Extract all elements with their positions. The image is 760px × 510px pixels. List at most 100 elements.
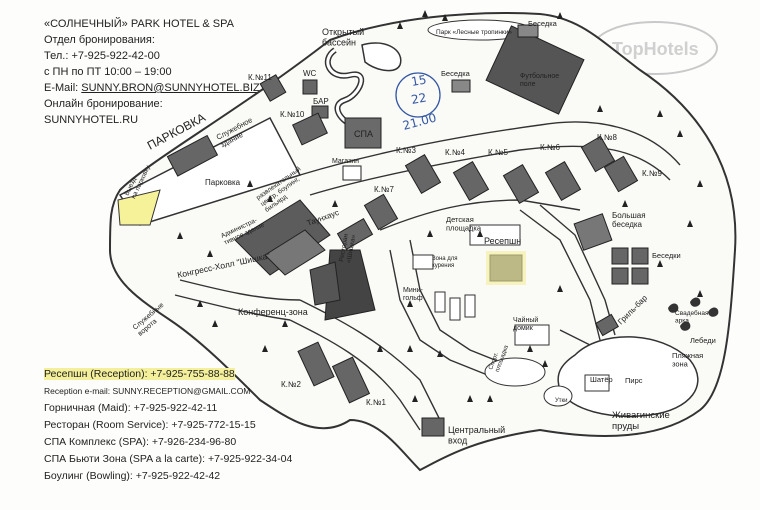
gazebo-top: [517, 24, 539, 38]
map-label-shop: Магазин: [332, 158, 359, 165]
svg-text:TopHotels: TopHotels: [612, 39, 699, 59]
map-label-k5: К.№5: [488, 148, 508, 157]
contact-line: Ресторан (Room Service): +7-925-772-15-1…: [44, 417, 384, 434]
sport-ground: [484, 357, 546, 387]
map-label-wc: WC: [303, 69, 317, 78]
contact-text: Горничная (Maid): +7-925-922-42-11: [44, 402, 218, 414]
online-booking-label: Онлайн бронирование:: [44, 98, 163, 110]
map-label-mini-golf: Мини-гольф: [403, 287, 424, 302]
handwritten-note: 15: [410, 73, 427, 89]
map-label-swans: Лебеди: [690, 336, 716, 345]
map-label-k2: К.№2: [281, 380, 301, 389]
building-k2: [297, 341, 335, 387]
contact-text: Боулинг (Bowling): +7-925-922-42-42: [44, 470, 221, 482]
service-building: [166, 134, 219, 177]
building-k10: [291, 112, 329, 146]
contact-line: СПА Комплекс (SPA): +7-926-234-96-80: [44, 434, 384, 451]
building-wc: [302, 79, 318, 95]
building-k4: [452, 160, 490, 202]
building-entertainment: [234, 199, 331, 276]
email-label: E-Mail:: [44, 82, 82, 94]
website-link[interactable]: SUNNYHOTEL.RU: [44, 114, 139, 126]
contact-line: СПА Бьюти Зона (SPA a la carte): +7-925-…: [44, 451, 384, 468]
gazebo-4: [631, 267, 649, 285]
building-shop: [342, 165, 362, 181]
map-label-gazebo-mid: Беседка: [441, 69, 471, 78]
tent: [584, 374, 610, 392]
map-label-ducks: Утки: [555, 398, 568, 404]
contact-text: СПА Комплекс (SPA): +7-926-234-96-80: [44, 436, 237, 448]
contact-line: Боулинг (Bowling): +7-925-922-42-42: [44, 468, 384, 485]
map-label-gazebo-top: Беседка: [528, 19, 558, 28]
contact-line: Горничная (Maid): +7-925-922-42-11: [44, 400, 384, 417]
booking-email-row: E-Mail: SUNNY.BRON@SUNNYHOTEL.BIZ: [44, 80, 344, 96]
mini-golf: [434, 291, 476, 321]
contact-line: Ресепшн (Reception): +7-925-755-88-88: [44, 366, 384, 383]
map-label-pier: Пирс: [625, 376, 643, 385]
reception-highlight: [486, 251, 526, 285]
map-label-restaurant: Ресторан«Шишка»: [338, 233, 357, 264]
map-label-tent: Шатёр: [590, 375, 613, 384]
building-k1: [331, 356, 371, 404]
contact-text: Reception e-mail: SUNNY.RECEPTION@GMAIL.…: [44, 386, 251, 396]
building-k8: [580, 135, 616, 173]
building-k6: [544, 160, 582, 202]
ducks-pond: [543, 385, 573, 407]
map-label-k3: К.№3: [396, 146, 416, 155]
trees: [177, 10, 703, 402]
swans: [668, 297, 719, 331]
building-main-entrance: [421, 417, 445, 437]
map-label-k9: К.№9: [642, 169, 662, 178]
gazebo-1: [611, 247, 629, 265]
contact-line: Reception e-mail: SUNNY.RECEPTION@GMAIL.…: [44, 383, 384, 400]
big-gazebo: [573, 213, 613, 251]
building-congress: [264, 229, 326, 276]
gazebo-3: [611, 267, 629, 285]
pool: [361, 42, 402, 72]
booking-dept-label: Отдел бронирования:: [44, 34, 155, 46]
map-label-park: Парк «Лесные тропинки»: [436, 29, 512, 36]
map-label-parking: Парковка: [205, 178, 241, 187]
map-label-k11: К.№11: [248, 73, 272, 82]
map-label-gazebos: Беседки: [652, 251, 681, 260]
hotel-name: «СОЛНЕЧНЫЙ» PARK HOTEL & SPA: [44, 18, 234, 30]
map-label-k7: К.№7: [374, 185, 394, 194]
tea-house: [514, 324, 550, 346]
booking-email-link[interactable]: SUNNY.BRON@SUNNYHOTEL.BIZ: [81, 82, 260, 94]
handwritten-note: 22: [410, 91, 427, 107]
contact-text: Ресепшн (Reception): +7-925-755-88-88: [44, 368, 235, 380]
building-conference: [309, 261, 341, 306]
contact-text: Ресторан (Room Service): +7-925-772-15-1…: [44, 419, 256, 431]
booking-hours: с ПН по ПТ 10:00 – 19:00: [44, 66, 172, 78]
map-label-k4: К.№4: [445, 148, 465, 157]
gazebo-mid: [451, 79, 471, 93]
map-label-k10: К.№10: [280, 110, 305, 119]
booking-phone: Тел.: +7-925-922-42-00: [44, 50, 160, 62]
exit-parking-ramp: [117, 189, 161, 226]
handwritten-circle: [395, 72, 441, 118]
building-spa: [344, 117, 382, 149]
map-label-k6: К.№6: [540, 143, 560, 152]
building-grill-bar: [595, 313, 619, 337]
map-label-reception: Ресепшн: [484, 236, 521, 246]
gazebo-2: [631, 247, 649, 265]
building-k9: [603, 155, 639, 193]
map-label-k8: К.№8: [597, 133, 617, 142]
booking-info: «СОЛНЕЧНЫЙ» PARK HOTEL & SPA Отдел брони…: [44, 16, 344, 128]
map-label-spa: СПА: [354, 129, 373, 139]
map-label-conference: Конференц-зона: [238, 307, 308, 317]
football-field: [485, 25, 585, 115]
building-k7: [363, 193, 399, 231]
